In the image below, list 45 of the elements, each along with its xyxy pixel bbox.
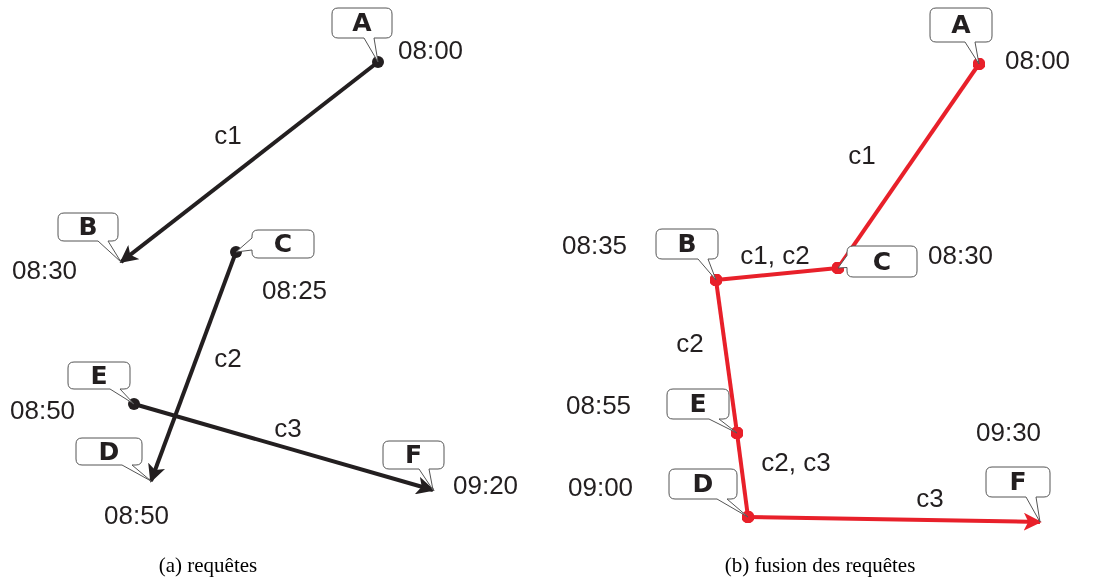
time-label: 08:30 (12, 255, 78, 285)
callout-bubble (236, 230, 314, 258)
time-label: 08:30 (928, 240, 994, 270)
time-label: 08:55 (566, 390, 632, 420)
point-letter: D (691, 470, 715, 498)
time-label: 09:20 (453, 470, 519, 500)
time-label: 08:00 (398, 35, 464, 65)
point-letter: D (97, 437, 121, 466)
time-label: 09:00 (568, 472, 634, 502)
point-letter: B (676, 230, 698, 258)
edge-label: c2 (676, 328, 704, 358)
point-letter: E (89, 361, 109, 390)
callout-bubble (383, 441, 444, 490)
point-letter: A (950, 11, 972, 39)
edge-label: c1 (848, 140, 876, 170)
edge-label: c2, c3 (761, 447, 831, 477)
point-letter: E (688, 390, 708, 418)
time-label: 08:50 (10, 395, 76, 425)
time-label: 09:30 (976, 417, 1042, 447)
edge-label: c2 (214, 343, 242, 373)
edge-label: c3 (916, 483, 944, 513)
edge-label: c3 (274, 413, 302, 443)
time-label: 08:35 (562, 230, 628, 260)
callout-bubble (58, 213, 121, 262)
point-letter: B (77, 213, 99, 241)
panel-caption: (a) requêtes (158, 553, 258, 578)
point-letter: C (871, 247, 893, 276)
callout-bubble (667, 389, 737, 433)
callout-bubble (930, 8, 992, 64)
callout-bubble (838, 246, 917, 277)
time-label: 08:00 (1005, 45, 1071, 75)
edge-label: c1, c2 (740, 240, 810, 270)
callout-bubble (76, 438, 151, 481)
point-letter: F (403, 441, 424, 469)
time-label: 08:25 (262, 275, 328, 305)
callout-bubble (332, 8, 392, 62)
point-letter: C (272, 230, 294, 258)
point-letter: A (351, 9, 373, 37)
time-label: 08:50 (104, 500, 170, 530)
callout-bubble (986, 467, 1050, 522)
panel-caption: (b) fusion des requêtes (724, 553, 916, 578)
edge-label: c1 (214, 120, 242, 150)
point-letter: F (1008, 468, 1028, 496)
callout-bubble (669, 469, 748, 517)
callout-bubble (656, 229, 718, 280)
